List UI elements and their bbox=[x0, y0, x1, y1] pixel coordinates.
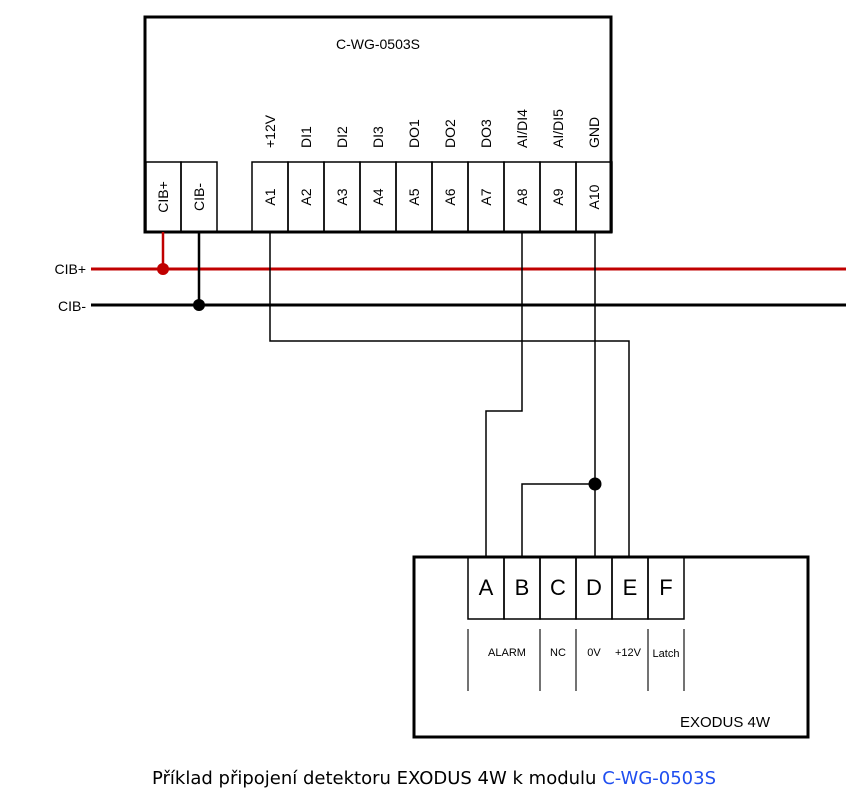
detector-terminal-f bbox=[647, 556, 685, 620]
cib-bus: CIB+ CIB- bbox=[54, 232, 846, 314]
bus-label-cib-minus: CIB- bbox=[58, 298, 86, 314]
junction-cib-minus bbox=[193, 299, 205, 311]
function-nc: NC bbox=[550, 647, 566, 659]
detector-outline bbox=[412, 555, 810, 739]
signal-label: DO2 bbox=[442, 119, 458, 148]
terminal-label-cib-minus: CIB- bbox=[191, 183, 207, 211]
junction-cib-plus bbox=[157, 263, 169, 275]
terminal-label: A3 bbox=[334, 188, 350, 205]
terminal-a10 bbox=[575, 161, 613, 233]
module-outline bbox=[143, 15, 613, 234]
bus-label-cib-plus: CIB+ bbox=[54, 261, 86, 277]
signal-label: DO1 bbox=[406, 119, 422, 148]
terminal-label: A8 bbox=[514, 188, 530, 205]
detector-terminal-label: E bbox=[623, 575, 638, 600]
caption-text: Příklad připojení detektoru EXODUS 4W k … bbox=[151, 768, 603, 789]
detector-terminal-label: C bbox=[550, 575, 566, 600]
function-latch: Latch bbox=[653, 648, 680, 660]
function-12v: +12V bbox=[615, 647, 642, 659]
detector-title: EXODUS 4W bbox=[680, 714, 771, 731]
detector-terminal-label: D bbox=[586, 575, 602, 600]
signal-label: DO3 bbox=[478, 119, 494, 148]
terminal-label: A9 bbox=[550, 188, 566, 205]
signal-label: GND bbox=[586, 117, 602, 148]
detector-terminal-label: F bbox=[659, 575, 672, 600]
terminal-label: A2 bbox=[298, 188, 314, 205]
terminal-label: A6 bbox=[442, 188, 458, 205]
signal-label: +12V bbox=[262, 114, 278, 148]
wire-a1-to-e bbox=[269, 232, 630, 556]
terminal-label: A1 bbox=[262, 188, 278, 205]
junction-gnd bbox=[588, 477, 602, 491]
terminal-label: A10 bbox=[586, 184, 602, 209]
wire-d-to-b bbox=[521, 483, 595, 556]
wire-a8-to-a bbox=[485, 232, 523, 556]
signal-label: DI2 bbox=[334, 126, 350, 148]
terminal-label: A5 bbox=[406, 188, 422, 205]
detector-terminal-label: B bbox=[515, 575, 530, 600]
detector-terminal-label: A bbox=[479, 575, 494, 600]
signal-label: AI/DI5 bbox=[550, 109, 566, 148]
signal-label: AI/DI4 bbox=[514, 109, 530, 148]
function-0v: 0V bbox=[587, 647, 601, 659]
signal-wires bbox=[269, 232, 630, 556]
figure-caption: Příklad připojení detektoru EXODUS 4W k … bbox=[0, 768, 868, 789]
module-title: C-WG-0503S bbox=[336, 36, 420, 52]
signal-label: DI3 bbox=[370, 126, 386, 148]
signal-label: DI1 bbox=[298, 126, 314, 148]
terminal-label: A4 bbox=[370, 188, 386, 205]
terminal-label: A7 bbox=[478, 188, 494, 205]
function-alarm: ALARM bbox=[488, 647, 526, 659]
caption-module-link[interactable]: C-WG-0503S bbox=[602, 768, 716, 789]
module-terminal-strip: A1 A2 A3 A4 A5 A6 A7 A8 A9 A10 bbox=[251, 161, 613, 233]
detector-function-dividers bbox=[467, 629, 685, 691]
module-signal-labels: +12V DI1 DI2 DI3 DO1 DO2 DO3 AI/DI4 AI/DI5 GND bbox=[262, 109, 602, 148]
terminal-label-cib-plus: CIB+ bbox=[155, 181, 171, 213]
